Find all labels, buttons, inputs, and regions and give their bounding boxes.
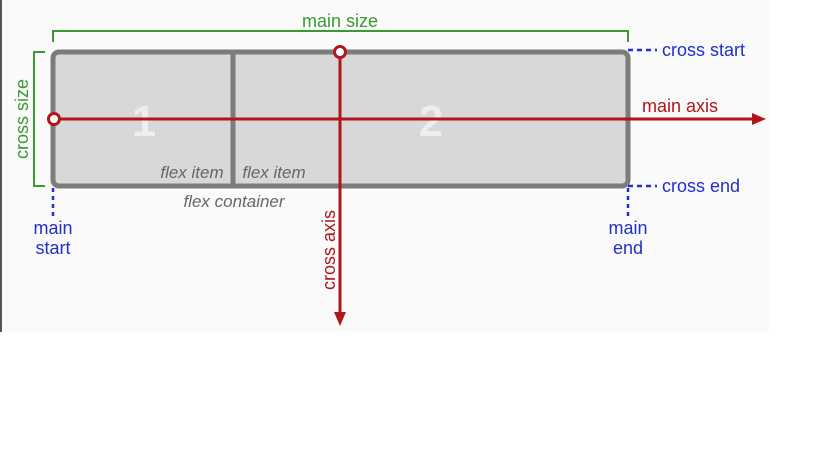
flex-item-2-caption: flex item bbox=[242, 163, 305, 182]
cross-size-label: cross size bbox=[12, 79, 32, 159]
cross-axis-arrowhead bbox=[334, 312, 346, 326]
cross-end-label: cross end bbox=[662, 176, 740, 196]
main-start-label-line1: main bbox=[33, 218, 72, 238]
flex-item-2-number: 2 bbox=[419, 97, 443, 146]
flex-item-1-number: 1 bbox=[132, 97, 156, 146]
cross-axis-label: cross axis bbox=[319, 210, 339, 290]
main-axis-origin-dot bbox=[47, 112, 61, 126]
main-axis-arrowhead bbox=[752, 113, 766, 125]
main-end-label-line1: main bbox=[608, 218, 647, 238]
main-size-bracket bbox=[52, 30, 629, 42]
flex-container-caption: flex container bbox=[183, 192, 285, 211]
cross-start-label: cross start bbox=[662, 40, 745, 60]
flex-item-1-caption: flex item bbox=[160, 163, 223, 182]
cross-size-bracket bbox=[33, 51, 45, 187]
main-end-label-line2: end bbox=[613, 238, 643, 258]
main-size-label: main size bbox=[302, 11, 378, 31]
main-start-label-line2: start bbox=[35, 238, 70, 258]
main-axis-label: main axis bbox=[642, 96, 718, 116]
cross-axis-origin-dot bbox=[333, 45, 347, 59]
